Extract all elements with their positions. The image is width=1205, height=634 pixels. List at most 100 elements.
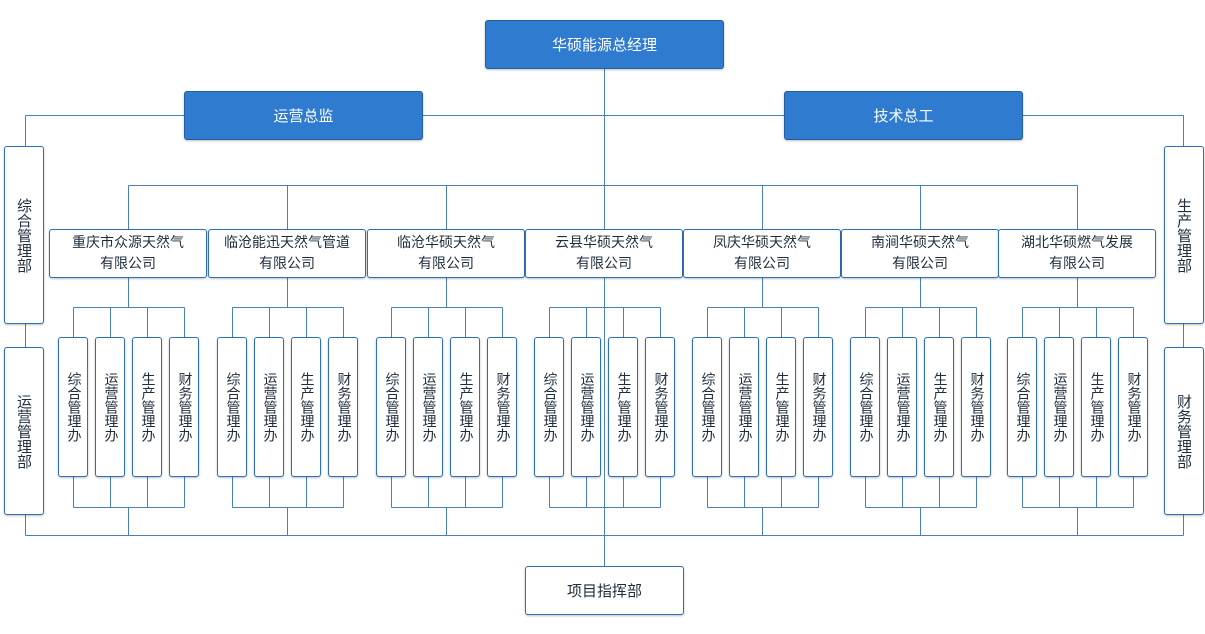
right-dept-finance-label: 财务管理部 — [1175, 393, 1193, 469]
office-box: 财务管理办 — [645, 337, 675, 477]
company-name: 临沧能迅天然气管道有限公司 — [224, 233, 350, 275]
office-label: 综合管理办 — [857, 372, 874, 442]
office-label: 生产管理办 — [298, 372, 315, 442]
company-name-line2: 有限公司 — [576, 255, 632, 272]
office-label: 生产管理办 — [931, 372, 948, 442]
company-name: 湖北华硕燃气发展有限公司 — [1021, 233, 1133, 275]
office-box: 运营管理办 — [887, 337, 917, 477]
office-label: 运营管理办 — [894, 372, 911, 442]
office-box: 财务管理办 — [961, 337, 991, 477]
office-box: 运营管理办 — [413, 337, 443, 477]
company-name-line1: 湖北华硕燃气发展 — [1021, 234, 1133, 251]
company-name-line2: 有限公司 — [734, 255, 790, 272]
office-box: 综合管理办 — [1007, 337, 1037, 477]
office-box: 生产管理办 — [608, 337, 638, 477]
office-box: 生产管理办 — [924, 337, 954, 477]
office-box: 综合管理办 — [217, 337, 247, 477]
office-label: 财务管理办 — [494, 372, 511, 442]
office-box: 运营管理办 — [254, 337, 284, 477]
project-hq-box: 项目指挥部 — [525, 566, 684, 615]
right-dept-production: 生产管理部 — [1164, 146, 1204, 324]
office-box: 综合管理办 — [376, 337, 406, 477]
left-dept-general-label: 综合管理部 — [15, 197, 33, 273]
office-label: 运营管理办 — [1051, 372, 1068, 442]
company-box: 云县华硕天然气有限公司 — [525, 229, 683, 278]
office-label: 综合管理办 — [224, 372, 241, 442]
company-name-line2: 有限公司 — [100, 255, 156, 272]
office-label: 生产管理办 — [773, 372, 790, 442]
left-dept-general: 综合管理部 — [4, 146, 44, 324]
office-box: 综合管理办 — [692, 337, 722, 477]
chief-engineer-box: 技术总工 — [784, 91, 1023, 140]
office-label: 综合管理办 — [699, 372, 716, 442]
office-box: 财务管理办 — [1118, 337, 1148, 477]
office-label: 财务管理办 — [968, 372, 985, 442]
company-name-line2: 有限公司 — [892, 255, 948, 272]
general-manager-label: 华硕能源总经理 — [551, 35, 657, 54]
office-label: 财务管理办 — [1125, 372, 1142, 442]
office-label: 综合管理办 — [541, 372, 558, 442]
chief-engineer-label: 技术总工 — [873, 106, 934, 125]
company-name-line1: 重庆市众源天然气 — [72, 234, 184, 251]
company-box: 重庆市众源天然气有限公司 — [49, 229, 207, 278]
office-box: 运营管理办 — [95, 337, 125, 477]
office-label: 综合管理办 — [65, 372, 82, 442]
office-box: 财务管理办 — [487, 337, 517, 477]
company-box: 凤庆华硕天然气有限公司 — [683, 229, 841, 278]
operations-director-box: 运营总监 — [184, 91, 423, 140]
company-name: 临沧华硕天然气有限公司 — [397, 233, 495, 275]
office-label: 财务管理办 — [652, 372, 669, 442]
company-name-line2: 有限公司 — [418, 255, 474, 272]
project-hq-label: 项目指挥部 — [566, 581, 642, 600]
office-label: 运营管理办 — [578, 372, 595, 442]
office-box: 运营管理办 — [571, 337, 601, 477]
company-name-line2: 有限公司 — [259, 255, 315, 272]
office-box: 生产管理办 — [1081, 337, 1111, 477]
company-box: 临沧能迅天然气管道有限公司 — [208, 229, 366, 278]
office-box: 运营管理办 — [1044, 337, 1074, 477]
office-box: 综合管理办 — [58, 337, 88, 477]
office-box: 生产管理办 — [132, 337, 162, 477]
company-name-line1: 临沧华硕天然气 — [397, 234, 495, 251]
left-dept-operations: 运营管理部 — [4, 347, 44, 515]
office-label: 运营管理办 — [261, 372, 278, 442]
office-box: 运营管理办 — [729, 337, 759, 477]
company-name: 云县华硕天然气有限公司 — [555, 233, 653, 275]
office-box: 生产管理办 — [291, 337, 321, 477]
company-name: 凤庆华硕天然气有限公司 — [713, 233, 811, 275]
office-box: 综合管理办 — [534, 337, 564, 477]
office-label: 生产管理办 — [615, 372, 632, 442]
office-label: 生产管理办 — [139, 372, 156, 442]
office-label: 财务管理办 — [176, 372, 193, 442]
company-name-line1: 凤庆华硕天然气 — [713, 234, 811, 251]
office-label: 运营管理办 — [736, 372, 753, 442]
company-name: 重庆市众源天然气有限公司 — [72, 233, 184, 275]
office-label: 生产管理办 — [1088, 372, 1105, 442]
company-name: 南涧华硕天然气有限公司 — [871, 233, 969, 275]
company-box: 临沧华硕天然气有限公司 — [367, 229, 525, 278]
office-box: 综合管理办 — [850, 337, 880, 477]
office-label: 运营管理办 — [102, 372, 119, 442]
right-dept-finance: 财务管理部 — [1164, 347, 1204, 515]
office-label: 生产管理办 — [457, 372, 474, 442]
office-box: 财务管理办 — [803, 337, 833, 477]
office-box: 财务管理办 — [328, 337, 358, 477]
office-box: 生产管理办 — [450, 337, 480, 477]
company-name-line2: 有限公司 — [1049, 255, 1105, 272]
office-label: 综合管理办 — [383, 372, 400, 442]
office-label: 财务管理办 — [335, 372, 352, 442]
company-name-line1: 云县华硕天然气 — [555, 234, 653, 251]
company-box: 湖北华硕燃气发展有限公司 — [998, 229, 1156, 278]
office-box: 财务管理办 — [169, 337, 199, 477]
company-box: 南涧华硕天然气有限公司 — [841, 229, 999, 278]
company-name-line1: 南涧华硕天然气 — [871, 234, 969, 251]
right-dept-production-label: 生产管理部 — [1175, 197, 1193, 273]
left-dept-operations-label: 运营管理部 — [15, 393, 33, 469]
office-label: 综合管理办 — [1014, 372, 1031, 442]
office-label: 财务管理办 — [810, 372, 827, 442]
office-label: 运营管理办 — [420, 372, 437, 442]
general-manager-box: 华硕能源总经理 — [485, 20, 724, 69]
company-name-line1: 临沧能迅天然气管道 — [224, 234, 350, 251]
